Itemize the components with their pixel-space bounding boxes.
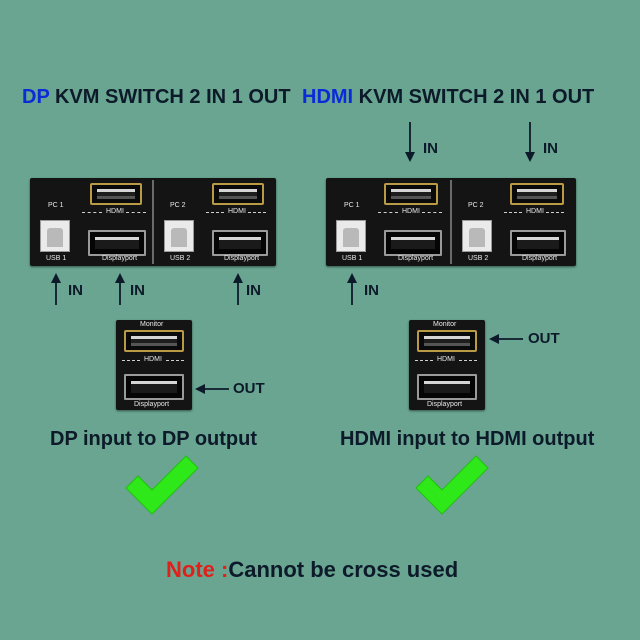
hdmi-label: HDMI <box>437 356 455 363</box>
usb1-label: USB 1 <box>342 255 363 262</box>
dp-title-prefix: DP <box>22 86 50 108</box>
divider <box>546 212 564 214</box>
hdmi-label: HDMI <box>402 208 420 215</box>
displayport-label: Displayport <box>224 255 260 262</box>
pc1-label: PC 1 <box>48 202 64 209</box>
dp-kvm-rear-panel: PC 1 HDMI USB 1 Displayport PC 2 HDMI US… <box>30 178 276 266</box>
displayport-label: Displayport <box>522 255 558 262</box>
displayport-port <box>384 230 442 256</box>
divider <box>122 360 140 362</box>
left-arrow-icon <box>489 334 523 344</box>
divider <box>166 360 184 362</box>
hdmi-label: HDMI <box>228 208 246 215</box>
divider <box>504 212 522 214</box>
hdmi-output-panel: Monitor HDMI Displayport <box>409 320 485 410</box>
hdmi-port <box>124 330 184 352</box>
out-label: OUT <box>233 380 265 397</box>
usb-b-port <box>336 220 366 252</box>
hdmi-caption: HDMI input to HDMI output <box>340 428 595 450</box>
hdmi-port <box>90 183 142 205</box>
in-label: IN <box>68 282 83 299</box>
dp-caption: DP input to DP output <box>50 428 258 450</box>
in-label: IN <box>364 282 379 299</box>
divider <box>206 212 224 214</box>
in-label: IN <box>543 140 558 157</box>
note-label: Note : <box>166 557 229 582</box>
usb-b-port <box>462 220 492 252</box>
displayport-port <box>124 374 184 400</box>
hdmi-title-rest: KVM SWITCH 2 IN 1 OUT <box>353 86 595 108</box>
divider <box>415 360 433 362</box>
down-arrow-icon <box>525 122 535 162</box>
divider <box>82 212 102 214</box>
displayport-label: Displayport <box>102 255 138 262</box>
usb2-label: USB 2 <box>170 255 191 262</box>
panel-divider <box>152 180 154 264</box>
checkmark-icon <box>415 455 489 515</box>
out-label: OUT <box>528 330 560 347</box>
hdmi-port <box>510 183 564 205</box>
hdmi-port <box>212 183 264 205</box>
up-arrow-icon <box>347 273 357 305</box>
hdmi-port <box>384 183 438 205</box>
displayport-port <box>212 230 268 256</box>
divider <box>126 212 146 214</box>
displayport-port <box>510 230 566 256</box>
divider <box>422 212 442 214</box>
in-label: IN <box>423 140 438 157</box>
dp-kvm-title: DP KVM SWITCH 2 IN 1 OUT <box>22 86 291 109</box>
displayport-port <box>88 230 146 256</box>
hdmi-label: HDMI <box>526 208 544 215</box>
dp-output-panel: Monitor HDMI Displayport <box>116 320 192 410</box>
up-arrow-icon <box>115 273 125 305</box>
usb-b-port <box>40 220 70 252</box>
note-text: Cannot be cross used <box>228 557 459 582</box>
displayport-label: Displayport <box>134 401 170 408</box>
divider <box>248 212 266 214</box>
up-arrow-icon <box>233 273 243 305</box>
monitor-label: Monitor <box>433 321 457 328</box>
up-arrow-icon <box>51 273 61 305</box>
down-arrow-icon <box>405 122 415 162</box>
hdmi-title-prefix: HDMI <box>302 86 354 108</box>
displayport-label: Displayport <box>398 255 434 262</box>
dp-title-rest: KVM SWITCH 2 IN 1 OUT <box>49 86 291 108</box>
divider <box>378 212 398 214</box>
hdmi-kvm-title: HDMI KVM SWITCH 2 IN 1 OUT <box>302 86 594 109</box>
pc2-label: PC 2 <box>468 202 484 209</box>
displayport-port <box>417 374 477 400</box>
monitor-label: Monitor <box>140 321 164 328</box>
usb2-label: USB 2 <box>468 255 489 262</box>
hdmi-label: HDMI <box>144 356 162 363</box>
in-label: IN <box>130 282 145 299</box>
usb1-label: USB 1 <box>46 255 67 262</box>
usb-b-port <box>164 220 194 252</box>
hdmi-port <box>417 330 477 352</box>
panel-divider <box>450 180 452 264</box>
divider <box>459 360 477 362</box>
pc2-label: PC 2 <box>170 202 186 209</box>
note-line: Note :Cannot be cross used <box>166 557 458 583</box>
pc1-label: PC 1 <box>344 202 360 209</box>
left-arrow-icon <box>195 384 229 394</box>
hdmi-kvm-rear-panel: PC 1 HDMI USB 1 Displayport PC 2 HDMI US… <box>326 178 576 266</box>
displayport-label: Displayport <box>427 401 463 408</box>
hdmi-label: HDMI <box>106 208 124 215</box>
checkmark-icon <box>125 455 199 515</box>
in-label: IN <box>246 282 261 299</box>
